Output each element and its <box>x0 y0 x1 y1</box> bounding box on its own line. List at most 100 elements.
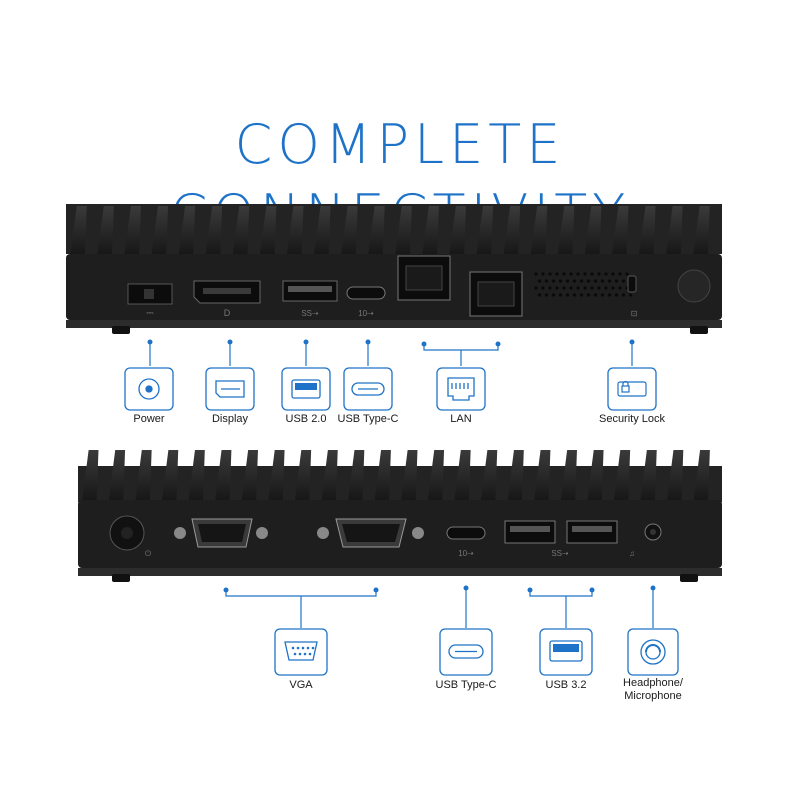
vent-hole <box>558 293 563 297</box>
heatsink-fin <box>108 450 126 502</box>
heatsink-fin <box>205 206 223 256</box>
top-usbc-port <box>346 286 386 300</box>
heatsink-fin <box>449 206 466 256</box>
label-vga: VGA <box>289 679 313 691</box>
heatsink-fin <box>427 450 445 502</box>
top-callout-dots <box>147 339 635 347</box>
vent-hole <box>593 279 598 283</box>
vent-hole <box>548 286 552 290</box>
heatsink-fin <box>313 206 331 256</box>
vent-hole <box>548 272 552 276</box>
heatsink-fin <box>82 450 99 502</box>
heatsink-fin <box>613 450 631 502</box>
heatsink-fin <box>232 206 250 256</box>
vent-hole <box>590 272 594 276</box>
heatsink-fin <box>395 206 412 256</box>
vent-hole <box>600 279 605 283</box>
heatsink-fin <box>401 450 418 502</box>
heatsink-fin <box>161 450 179 502</box>
heatsink-fin <box>340 206 358 256</box>
vent-hole <box>576 286 580 290</box>
label-usb2: USB 2.0 <box>286 413 327 425</box>
vent-hole <box>537 279 542 283</box>
vent-hole <box>590 286 594 290</box>
vent-hole <box>551 279 556 283</box>
vent-hole <box>611 286 615 290</box>
vent-hole <box>572 293 577 297</box>
vga-icon-box <box>274 628 328 676</box>
top-lan-port-1-inner <box>405 265 443 291</box>
top-foot-right <box>690 326 708 334</box>
vent-hole <box>621 293 626 297</box>
heatsink-fin <box>503 206 521 256</box>
top-displayport-pins <box>203 288 251 294</box>
heatsink-fin <box>692 206 710 256</box>
audio-jack-icon <box>640 639 666 665</box>
heatsink-fin <box>214 450 232 502</box>
displayport-icon <box>215 380 245 398</box>
heatsink-fin <box>454 450 471 502</box>
heatsink-fin <box>241 450 258 502</box>
heatsink-fin <box>188 450 205 502</box>
bottom-foot-left <box>112 574 130 582</box>
heatsink-fin <box>533 450 551 502</box>
label-power: Power <box>133 413 165 425</box>
vent-hole <box>565 279 570 283</box>
usb-a-icon <box>291 379 321 399</box>
vent-hole <box>579 279 584 283</box>
bottom-serial-port-1 <box>174 518 268 548</box>
vent-hole <box>628 293 633 297</box>
heatsink-fin <box>135 450 152 502</box>
vent-hole <box>607 293 612 297</box>
vent-hole <box>569 286 573 290</box>
top-usb2-tongue <box>288 286 332 292</box>
vent-hole <box>555 286 559 290</box>
vent-hole <box>551 293 556 297</box>
heatsink-fin <box>97 206 114 256</box>
top-fin-base <box>66 204 722 254</box>
vent-hole <box>611 272 615 276</box>
heatsink-fin <box>347 450 365 502</box>
heatsink-fin <box>476 206 494 256</box>
heatsink-fin <box>665 206 683 256</box>
vent-hole <box>618 272 622 276</box>
label-microphone-line-2: Microphone <box>624 690 681 702</box>
vent-hole <box>544 293 549 297</box>
bottom-usb32-tongue-1 <box>510 526 550 532</box>
heatsink-fin <box>666 450 684 502</box>
top-heatsink-fins <box>70 206 710 256</box>
top-usbc-glyph: 10⇢ <box>358 309 374 318</box>
vent-hole <box>562 272 566 276</box>
vent-hole <box>537 293 542 297</box>
usb-a-icon <box>549 640 583 662</box>
vent-hole <box>625 272 629 276</box>
heatsink-fin <box>151 206 169 256</box>
top-power-glyph: ⎓ <box>146 308 153 318</box>
bottom-serial-port-2 <box>317 518 424 548</box>
vent-hole <box>572 279 577 283</box>
vent-hole <box>541 272 545 276</box>
bottom-audio-jack-center <box>650 529 656 535</box>
label-usbc: USB Type-C <box>338 413 399 425</box>
vent-hole <box>583 272 587 276</box>
vent-hole <box>583 286 587 290</box>
vent-hole <box>614 293 619 297</box>
top-usb-glyph: SS⇢ <box>301 309 319 318</box>
heatsink-fin <box>611 206 629 256</box>
top-lan-port-2-inner <box>477 281 515 307</box>
vga-icon <box>284 641 318 661</box>
top-power-button <box>677 269 711 303</box>
top-device: ⎓ D SS⇢ 10⇢ ⊡ <box>66 204 722 334</box>
bottom-foot-right <box>680 574 698 582</box>
vent-hole <box>607 279 612 283</box>
vent-hole <box>604 272 608 276</box>
bottom-heatsink-fins <box>82 450 710 502</box>
vent-hole <box>534 286 538 290</box>
label-headphone-line-1: Headphone/ <box>623 677 684 689</box>
heatsink-fin <box>70 206 87 256</box>
heatsink-fin <box>560 450 577 502</box>
bottom-usbc-glyph: 10⇢ <box>458 549 474 558</box>
security-lock-icon <box>617 380 647 397</box>
audio-icon-box <box>627 628 679 676</box>
